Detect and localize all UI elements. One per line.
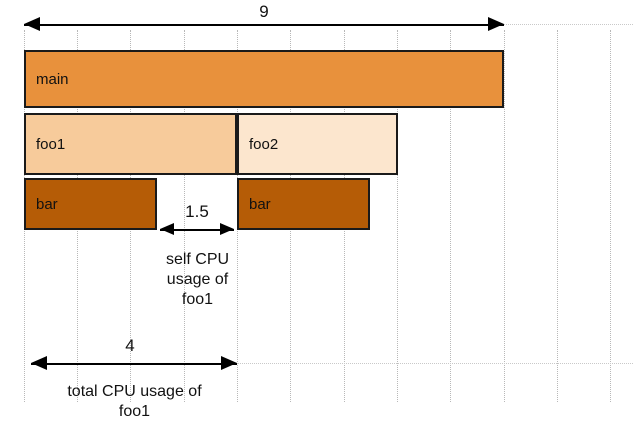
axis-total-shaft	[24, 24, 504, 26]
arrow-right-icon	[488, 17, 504, 31]
arrow-left-icon	[160, 223, 174, 235]
bottom-axis-extension	[237, 363, 633, 364]
arrow-right-icon	[220, 223, 234, 235]
frame-foo2[interactable]: foo2	[237, 113, 398, 175]
total-cpu-caption: total CPU usage of foo1	[37, 382, 232, 422]
self-cpu-caption: self CPU usage of foo1	[140, 250, 255, 310]
frame-bar-left-label: bar	[36, 195, 58, 213]
gridline-9	[504, 30, 505, 402]
frame-bar-right[interactable]: bar	[237, 178, 370, 230]
frame-bar-left[interactable]: bar	[24, 178, 157, 230]
gridline-10	[557, 30, 558, 402]
self-cpu-caption-line1: self CPU	[165, 251, 230, 268]
axis-total-value: 9	[259, 2, 269, 21]
frame-bar-right-label: bar	[249, 195, 271, 213]
total-cpu-caption-line1: total CPU usage of	[67, 383, 202, 400]
total-cpu-caption-line2: foo1	[118, 403, 151, 420]
self-cpu-caption-line2: usage of	[166, 271, 229, 288]
self-cpu-shaft	[160, 229, 234, 231]
frame-main[interactable]: main	[24, 50, 504, 108]
total-cpu-value: 4	[125, 336, 135, 355]
gridline-11	[610, 30, 611, 402]
frame-foo1[interactable]: foo1	[24, 113, 237, 175]
self-cpu-value: 1.5	[185, 202, 209, 221]
frame-foo2-label: foo2	[249, 135, 279, 153]
arrow-left-icon	[24, 17, 40, 31]
frame-main-label: main	[36, 70, 69, 88]
total-cpu-shaft	[31, 363, 237, 365]
top-axis-extension	[504, 24, 633, 25]
arrow-right-icon	[221, 356, 237, 370]
self-cpu-caption-line3: foo1	[181, 291, 214, 308]
frame-foo1-label: foo1	[36, 135, 66, 153]
arrow-left-icon	[31, 356, 47, 370]
